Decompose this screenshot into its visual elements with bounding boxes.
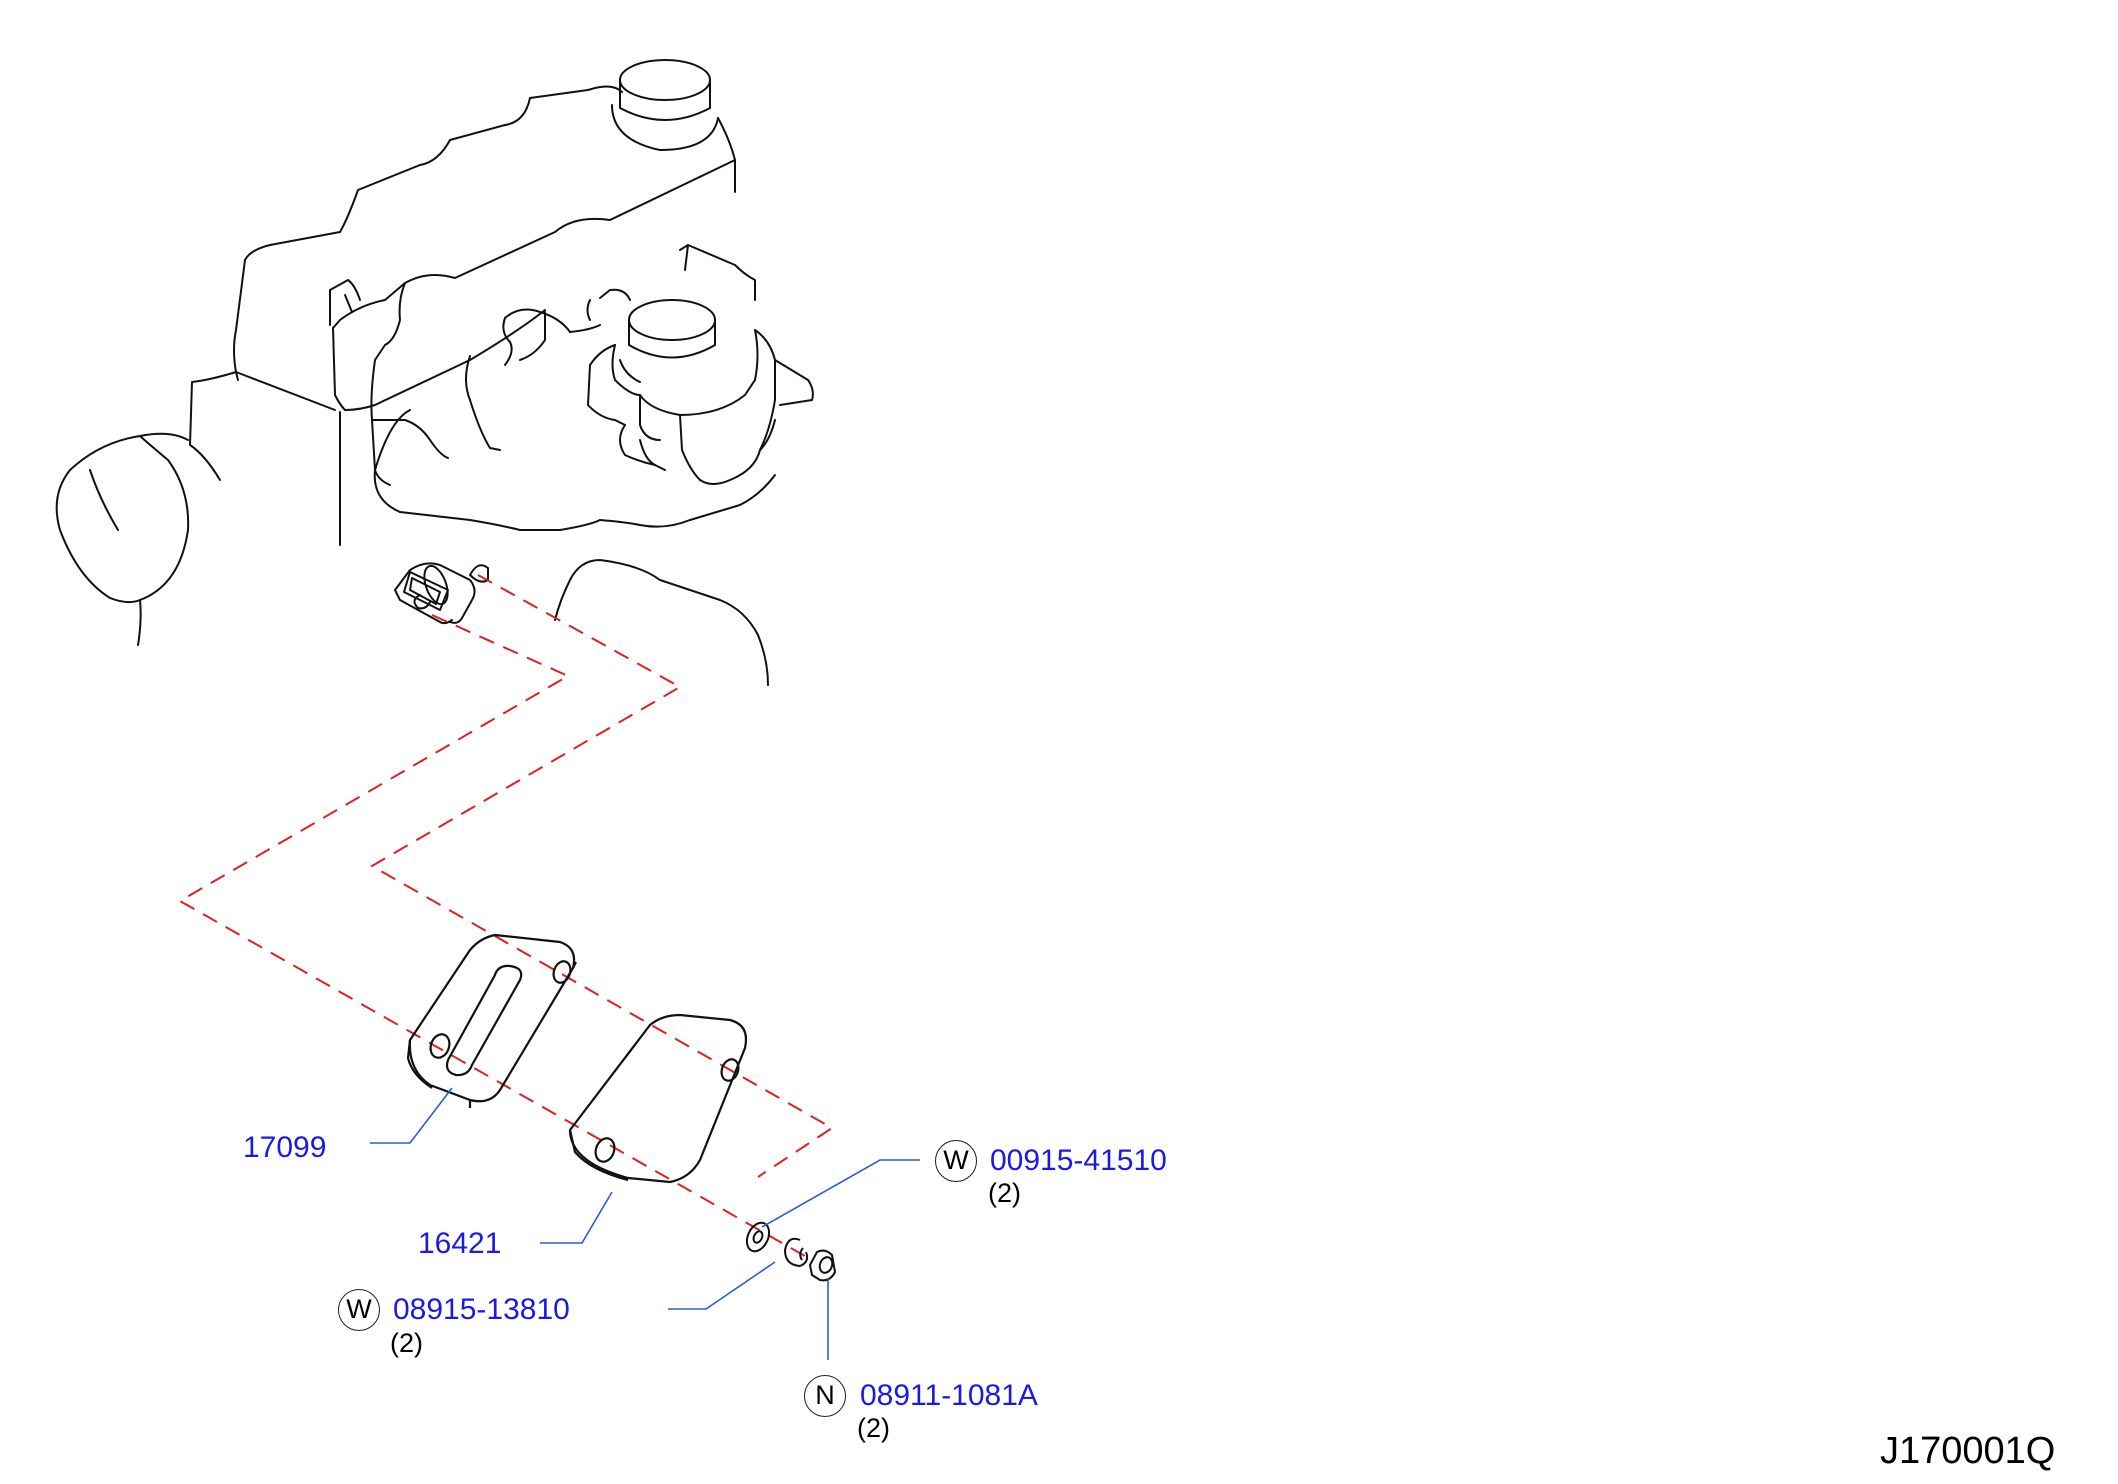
- assembly-dashed-lines: [177, 574, 834, 1261]
- plate-16421-illustration: [568, 1013, 748, 1184]
- diagram-id: J170001Q: [1880, 1430, 2056, 1472]
- callout-part-number-17099[interactable]: 17099: [243, 1131, 327, 1164]
- callout-part-number-08911-1081A[interactable]: 08911-1081A: [860, 1379, 1038, 1412]
- leader-lines: [370, 1087, 920, 1360]
- callout-part-number-00915-41510[interactable]: 00915-41510: [990, 1144, 1167, 1177]
- nut-icon: [808, 1249, 837, 1282]
- washer-icon: [745, 1221, 771, 1253]
- callout-part-number-08915-13810[interactable]: 08915-13810: [393, 1293, 570, 1326]
- lock-washer-icon: [783, 1237, 809, 1268]
- washer-badge: W: [338, 1289, 380, 1331]
- callout-qty-00915-41510: (2): [988, 1178, 1021, 1208]
- gasket-17099-illustration: [406, 933, 577, 1108]
- callout-part-number-16421[interactable]: 16421: [418, 1227, 502, 1260]
- callout-qty-08915-13810: (2): [390, 1328, 423, 1358]
- callout-qty-08911-1081A: (2): [857, 1413, 890, 1443]
- nut-badge: N: [804, 1375, 846, 1417]
- washer-badge: W: [935, 1140, 977, 1182]
- engine-block-illustration: [55, 59, 814, 686]
- hardware-illustration: [745, 1221, 837, 1282]
